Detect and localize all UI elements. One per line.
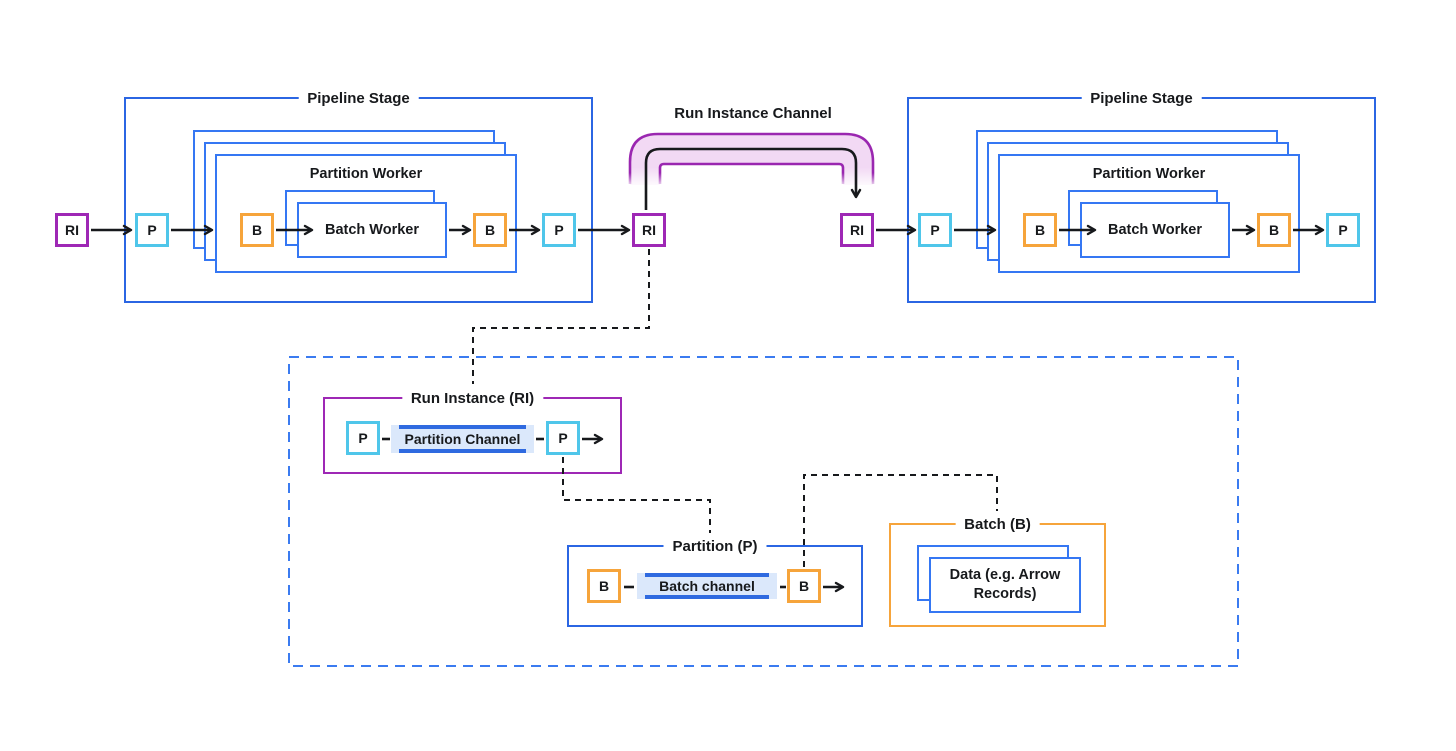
batch-channel-queue: Batch channel xyxy=(637,573,777,599)
legend-partition-title: Partition (P) xyxy=(663,537,767,556)
b-box-out-right: B xyxy=(1257,213,1291,247)
ri-box-middle: RI xyxy=(632,213,666,247)
b-letter: B xyxy=(484,222,496,238)
pipeline-stage-right-title: Pipeline Stage xyxy=(1081,89,1202,108)
p-box-in-right: P xyxy=(918,213,952,247)
batch-worker-left-title: Batch Worker xyxy=(324,221,419,238)
partition-channel-label: Partition Channel xyxy=(404,431,521,447)
ri-box-right: RI xyxy=(840,213,874,247)
data-records-box: Data (e.g. Arrow Records) xyxy=(929,557,1081,613)
b-box-legend-left: B xyxy=(587,569,621,603)
ri-box-input-left: RI xyxy=(55,213,89,247)
p-box-legend-left: P xyxy=(346,421,380,455)
channel-bar-bottom xyxy=(399,449,526,453)
p-box-out-left: P xyxy=(542,213,576,247)
batch-worker-left: Batch Worker xyxy=(297,202,447,258)
b-letter: B xyxy=(1268,222,1280,238)
pipeline-stage-left-title: Pipeline Stage xyxy=(298,89,419,108)
b-letter: B xyxy=(798,578,810,594)
b-box-legend-right: B xyxy=(787,569,821,603)
ri-letter: RI xyxy=(850,222,864,238)
ri-letter: RI xyxy=(65,222,79,238)
ribbon-inner-edge xyxy=(658,162,845,184)
ribbon-outer-edge xyxy=(628,132,875,184)
p-letter: P xyxy=(147,222,157,238)
p-box-legend-right: P xyxy=(546,421,580,455)
p-letter: P xyxy=(558,430,568,446)
b-box-in-left: B xyxy=(240,213,274,247)
b-letter: B xyxy=(251,222,263,238)
batch-channel-label: Batch channel xyxy=(659,578,755,594)
run-instance-channel-ribbon xyxy=(630,134,873,185)
legend-run-instance-title: Run Instance (RI) xyxy=(401,389,544,408)
legend-batch-title: Batch (B) xyxy=(955,515,1040,534)
partition-channel-queue: Partition Channel xyxy=(391,425,534,453)
p-letter: P xyxy=(930,222,940,238)
partition-worker-right-title: Partition Worker xyxy=(1092,166,1206,182)
b-letter: B xyxy=(598,578,610,594)
channel-bar-top xyxy=(399,425,526,429)
data-records-label: Data (e.g. Arrow Records) xyxy=(949,567,1061,602)
b-letter: B xyxy=(1034,222,1046,238)
b-box-in-right: B xyxy=(1023,213,1057,247)
p-box-out-right: P xyxy=(1326,213,1360,247)
p-letter: P xyxy=(1338,222,1348,238)
p-box-in-left: P xyxy=(135,213,169,247)
partition-worker-left-title: Partition Worker xyxy=(309,166,423,182)
run-instance-channel-title: Run Instance Channel xyxy=(674,105,832,122)
channel-bar-bottom xyxy=(645,595,769,599)
channel-bar-top xyxy=(645,573,769,577)
ri-letter: RI xyxy=(642,222,656,238)
p-letter: P xyxy=(358,430,368,446)
batch-worker-right-title: Batch Worker xyxy=(1107,221,1202,238)
p-letter: P xyxy=(554,222,564,238)
b-box-out-left: B xyxy=(473,213,507,247)
batch-worker-right: Batch Worker xyxy=(1080,202,1230,258)
run-instance-channel-arrow xyxy=(644,147,862,210)
